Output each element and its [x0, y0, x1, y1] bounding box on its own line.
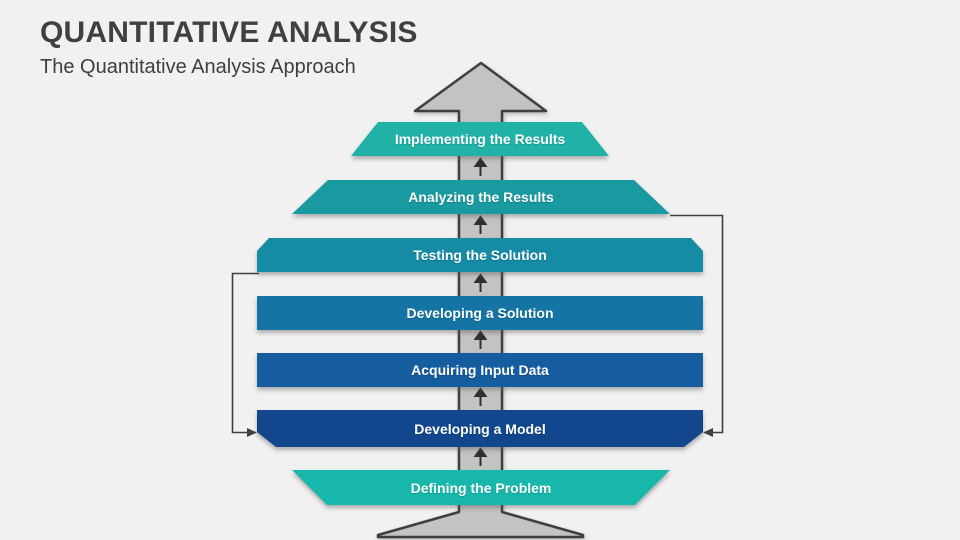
- arrowhead-right-icon: [247, 428, 257, 437]
- step-developing-a-model: Developing a Model: [257, 410, 703, 447]
- step-label: Developing a Model: [257, 410, 703, 447]
- arrowhead-left-icon: [703, 428, 713, 437]
- up-arrow-icon: [473, 387, 488, 406]
- step-acquiring-input-data: Acquiring Input Data: [257, 353, 703, 387]
- step-label: Developing a Solution: [257, 296, 703, 330]
- feedback-loop-right: [670, 214, 724, 437]
- up-arrow-icon: [473, 157, 488, 176]
- up-arrow-icon: [473, 215, 488, 234]
- step-analyzing-the-results: Analyzing the Results: [292, 180, 670, 214]
- step-defining-the-problem: Defining the Problem: [292, 470, 670, 505]
- up-arrow-icon: [473, 447, 488, 466]
- step-testing-the-solution: Testing the Solution: [257, 238, 703, 272]
- feedback-loop-left: [231, 272, 259, 437]
- step-label: Implementing the Results: [351, 122, 609, 156]
- slide-subtitle: The Quantitative Analysis Approach: [40, 56, 356, 78]
- up-arrow-icon: [473, 330, 488, 349]
- up-arrow-icon: [473, 273, 488, 292]
- slide-title: QUANTITATIVE ANALYSIS: [40, 16, 418, 49]
- step-label: Acquiring Input Data: [257, 353, 703, 387]
- step-label: Analyzing the Results: [292, 180, 670, 214]
- step-label: Defining the Problem: [292, 470, 670, 505]
- step-developing-a-solution: Developing a Solution: [257, 296, 703, 330]
- step-label: Testing the Solution: [257, 238, 703, 272]
- step-implementing-the-results: Implementing the Results: [351, 122, 609, 156]
